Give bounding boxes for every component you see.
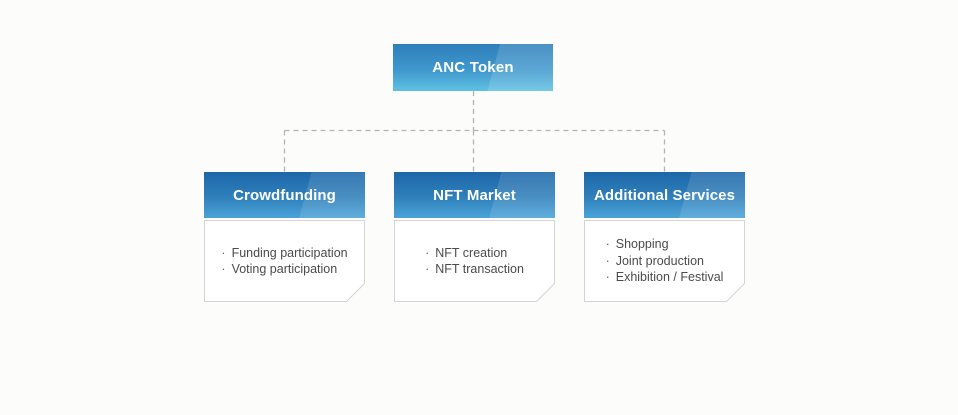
folded-page-shape xyxy=(584,220,745,302)
list-item-label: NFT creation xyxy=(435,245,508,260)
card-nft-market-header: NFT Market xyxy=(394,172,555,218)
card-item-list: · NFT creation · NFT transaction xyxy=(394,220,555,302)
list-item: · Funding participation xyxy=(221,245,347,262)
bullet-dot-icon: · xyxy=(221,262,226,276)
card-item-list: · Funding participation · Voting participat… xyxy=(204,220,365,302)
root-node-anc-token: ANC Token xyxy=(393,44,553,91)
card-additional-services-body: · Shopping · Joint production · Exhibition / … xyxy=(584,220,745,302)
folded-page-shape xyxy=(204,220,365,302)
list-item-label: Exhibition / Festival xyxy=(615,270,724,285)
list-item-label: NFT transaction xyxy=(435,262,524,276)
card-nft-market: NFT Market · NFT creation · NFT transaction xyxy=(394,172,555,302)
list-item: · NFT transaction xyxy=(425,261,524,278)
card-additional-services-header: Additional Services xyxy=(584,172,745,218)
root-node-title: ANC Token xyxy=(432,59,514,76)
card-additional-services: Additional Services · Shopping · Joint prod… xyxy=(584,172,745,302)
card-title: NFT Market xyxy=(433,186,516,204)
card-crowdfunding-header: Crowdfunding xyxy=(204,172,365,218)
bullet-dot-icon: · xyxy=(605,253,610,268)
list-item-label: Joint production xyxy=(615,253,704,268)
card-crowdfunding: Crowdfunding · Funding participation · Voti… xyxy=(204,172,365,302)
card-nft-market-body: · NFT creation · NFT transaction xyxy=(394,220,555,302)
list-item: · Shopping xyxy=(606,236,724,253)
list-item-label: Funding participation xyxy=(231,245,348,260)
list-item: · NFT creation xyxy=(425,245,524,262)
list-item: · Joint production xyxy=(606,253,724,270)
card-crowdfunding-body: · Funding participation · Voting participat… xyxy=(204,220,365,302)
card-title: Additional Services xyxy=(593,186,736,204)
bullet-dot-icon: · xyxy=(425,245,430,260)
connector-path xyxy=(283,91,666,172)
folded-page-shape xyxy=(394,220,555,302)
list-item-label: Shopping xyxy=(615,237,669,252)
bullet-dot-icon: · xyxy=(605,270,610,285)
card-title: Crowdfunding xyxy=(233,186,336,204)
bullet-dot-icon: · xyxy=(221,245,226,260)
card-item-list: · Shopping · Joint production · Exhibition / … xyxy=(584,220,745,302)
list-item: · Voting participation xyxy=(221,261,347,278)
bullet-dot-icon: · xyxy=(605,237,610,252)
bullet-dot-icon: · xyxy=(425,262,430,276)
list-item: · Exhibition / Festival xyxy=(606,269,724,286)
list-item-label: Voting participation xyxy=(231,262,338,276)
